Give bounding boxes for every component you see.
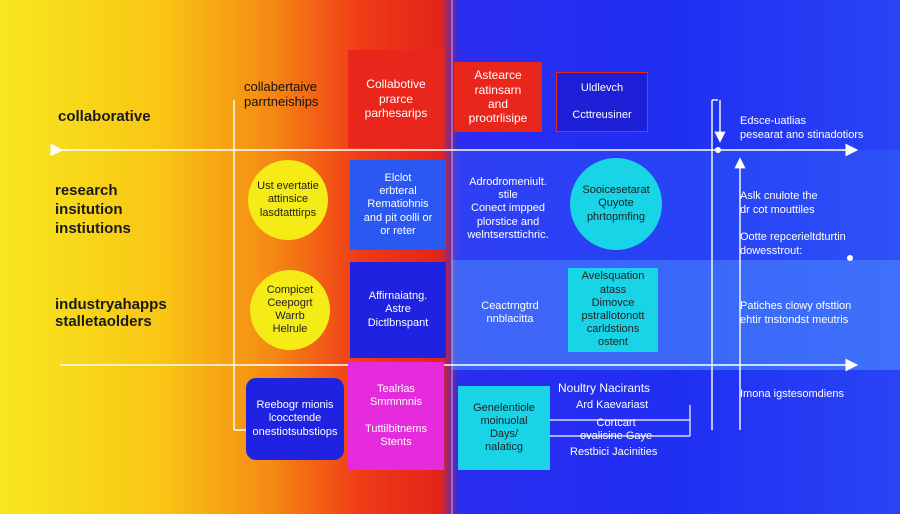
note-lower-right: Patiches clowy ofsttion ehtir tnstondst …	[740, 300, 852, 326]
band-industry-right	[452, 260, 900, 370]
row-label-industry: industryahapps stalletaolders	[55, 296, 167, 331]
band-research-right	[452, 150, 900, 260]
cell-box-6: Affirnaiatng. Astre Dictlbnspant	[350, 262, 446, 358]
cell-circle-yellow-1: Ust evertatie attinsice lasdtatttirps	[248, 160, 328, 240]
cell-box-cyan-11: Genelentiole moinuolal Days/ nalaticg	[458, 386, 550, 470]
row-label-collaborative: collaborative	[58, 108, 151, 125]
note-top-right: Edsce-uatlias pesearat ano stinadotiors	[740, 115, 864, 141]
header-box-collaborative: Collabotive prarce parhesarips	[348, 50, 444, 148]
cell-box-magenta-10: Tealrlas Smmnnnis Tuttilbitnems Stents	[348, 362, 444, 470]
cell-text-3: Adrodromeniult. stile Conect impped plor…	[467, 176, 549, 241]
cell-text-13: Ard Kaevariast	[576, 399, 649, 411]
cell-box-cyan-8: Avelsquation atass Dimovce pstrallotonot…	[568, 268, 658, 352]
cell-circle-yellow-5: Compicet Ceepogrt Warrb Helrule	[250, 270, 330, 350]
note-mid-right: Aslk cnulote the dr cot mouttiles Ootte …	[740, 190, 846, 257]
note-bottom-right: Imona igstesomdiens	[740, 388, 844, 400]
cell-text-14: Cortcart ovalisine Gaye	[580, 417, 653, 442]
cell-text-7: Ceactrngtrd nnblacitta	[481, 300, 539, 326]
cell-text-12: Noultry Nacirants	[558, 381, 651, 395]
cell-circle-cyan-4: Sooicesetarat Quyote phrtopmfing	[570, 158, 662, 250]
header-box-assistance: Astearce ratinsarn and prootrlisipe	[454, 62, 542, 132]
cell-box-2: Elclot erbteral Rematiohnis and pit ooll…	[350, 160, 446, 250]
header-collaborative-partnerships: collabertaive parrtneiships	[244, 79, 319, 109]
row-label-research: research insitution instiutions	[55, 182, 131, 237]
cell-text-15: Restbici Jacinities	[570, 446, 658, 458]
cell-box-9: Reebogr mionis lcocctende onestiotsubsti…	[246, 378, 344, 460]
header-box-development: Uldlevch Ccttreusiner	[556, 72, 648, 132]
